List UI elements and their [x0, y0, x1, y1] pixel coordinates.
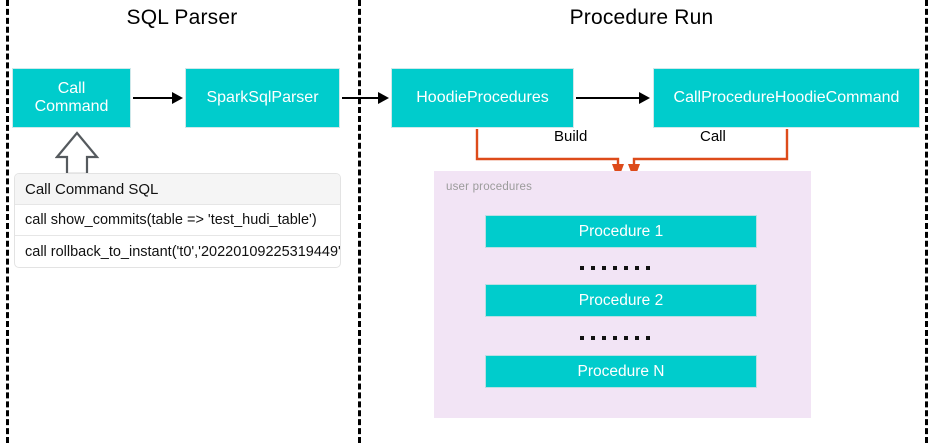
node-hoodie-procedures[interactable]: HoodieProcedures: [391, 68, 574, 128]
section-title-procedure-run: Procedure Run: [569, 6, 714, 29]
arrow-callcommand-to-sparksqlparser-line: [133, 97, 173, 99]
connector-label-build: Build: [549, 128, 593, 145]
arrow-hoodieprocedures-to-callprocedure-head: [639, 92, 650, 104]
node-call-procedure-hoodie-command[interactable]: CallProcedureHoodieCommand: [653, 68, 920, 128]
node-call-command-line2: Command: [34, 98, 109, 115]
user-procedures-label: user procedures: [446, 181, 533, 193]
divider-middle: [358, 0, 361, 443]
node-call-command-line1: Call: [57, 80, 86, 98]
hollow-up-arrow-icon: [55, 131, 100, 176]
arrow-sparksqlparser-to-hoodieprocedures-line: [342, 97, 379, 99]
divider-right: [925, 0, 928, 443]
ellipsis-separator-1: [580, 266, 650, 270]
sql-table-row: call rollback_to_instant('t0','202201092…: [25, 243, 341, 260]
ellipsis-separator-2: [580, 336, 650, 340]
node-spark-sql-parser[interactable]: SparkSqlParser: [185, 68, 340, 128]
arrow-callcommand-to-sparksqlparser-head: [172, 92, 183, 104]
sql-table-header: Call Command SQL: [15, 174, 340, 205]
section-title-sql-parser: SQL Parser: [126, 6, 238, 29]
node-call-command[interactable]: Call Command: [12, 68, 131, 128]
procedure-box-1[interactable]: Procedure 1: [485, 215, 757, 248]
arrow-hoodieprocedures-to-callprocedure-line: [576, 97, 640, 99]
procedure-box-n[interactable]: Procedure N: [485, 355, 757, 388]
call-command-sql-table: Call Command SQL call show_commits(table…: [14, 173, 341, 268]
procedure-box-2[interactable]: Procedure 2: [485, 284, 757, 317]
sql-table-row: call show_commits(table => 'test_hudi_ta…: [15, 205, 340, 236]
arrow-sparksqlparser-to-hoodieprocedures-head: [378, 92, 389, 104]
connector-label-call: Call: [695, 128, 731, 145]
divider-left: [6, 0, 9, 443]
